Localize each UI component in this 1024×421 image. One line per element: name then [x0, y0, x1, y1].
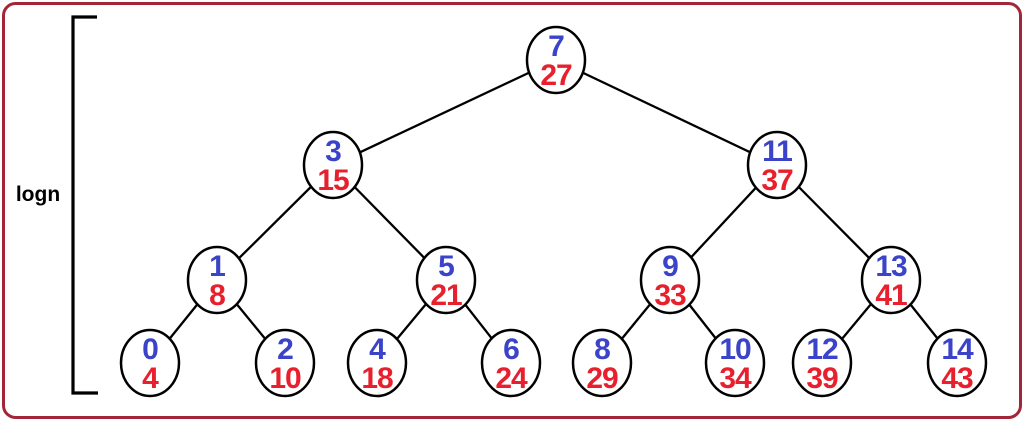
- node-circle: [926, 328, 988, 398]
- node-value: 4: [142, 362, 159, 395]
- node-value: 37: [761, 164, 793, 197]
- height-bracket: [71, 15, 98, 395]
- node-index: 5: [438, 250, 454, 283]
- node-circle: [415, 245, 477, 315]
- node-index: 8: [594, 333, 610, 366]
- node-index: 4: [369, 333, 386, 366]
- node-circle: [254, 328, 316, 398]
- node-circle: [119, 328, 181, 398]
- node-circle: [704, 328, 766, 398]
- tree-node-8: 829: [571, 328, 633, 398]
- node-index: 13: [875, 250, 907, 283]
- node-index: 12: [806, 333, 838, 366]
- node-circle: [480, 328, 542, 398]
- node-circle: [791, 328, 853, 398]
- node-circle: [346, 328, 408, 398]
- node-circle: [302, 130, 364, 200]
- tree-edge-7-11: [555, 58, 778, 167]
- tree-nodes: 7273151137185219331341042104186248291034…: [119, 25, 988, 398]
- node-value: 15: [317, 164, 349, 197]
- node-value: 39: [806, 362, 838, 395]
- node-index: 6: [503, 333, 519, 366]
- node-circle: [571, 328, 633, 398]
- tree-edges: [149, 58, 958, 364]
- node-value: 27: [540, 59, 572, 92]
- node-value: 8: [209, 279, 225, 312]
- node-circle: [186, 245, 248, 315]
- node-index: 3: [325, 135, 341, 168]
- node-circle: [639, 245, 701, 315]
- node-value: 21: [430, 279, 462, 312]
- node-value: 18: [361, 362, 393, 395]
- tree-node-9: 933: [639, 245, 701, 315]
- node-value: 29: [586, 362, 618, 395]
- node-value: 41: [875, 279, 907, 312]
- node-circle: [860, 245, 922, 315]
- node-value: 10: [269, 362, 301, 395]
- node-value: 24: [495, 362, 528, 395]
- tree-node-6: 624: [480, 328, 542, 398]
- tree-node-1: 18: [186, 245, 248, 315]
- tree-edge-7-3: [332, 58, 557, 167]
- node-index: 2: [277, 333, 293, 366]
- node-value: 34: [719, 362, 752, 395]
- node-index: 7: [548, 30, 564, 63]
- tree-node-7: 727: [525, 25, 587, 95]
- node-index: 11: [762, 135, 792, 168]
- node-circle: [746, 130, 808, 200]
- tree-node-5: 521: [415, 245, 477, 315]
- node-index: 10: [719, 333, 751, 366]
- node-index: 1: [209, 250, 225, 283]
- node-index: 0: [142, 333, 158, 366]
- node-index: 14: [941, 333, 974, 366]
- tree-node-3: 315: [302, 130, 364, 200]
- node-value: 33: [654, 279, 686, 312]
- tree-node-2: 210: [254, 328, 316, 398]
- node-value: 43: [941, 362, 973, 395]
- tree-node-0: 04: [119, 328, 181, 398]
- tree-node-4: 418: [346, 328, 408, 398]
- height-label: logn: [16, 183, 60, 206]
- node-circle: [525, 25, 587, 95]
- node-index: 9: [662, 250, 678, 283]
